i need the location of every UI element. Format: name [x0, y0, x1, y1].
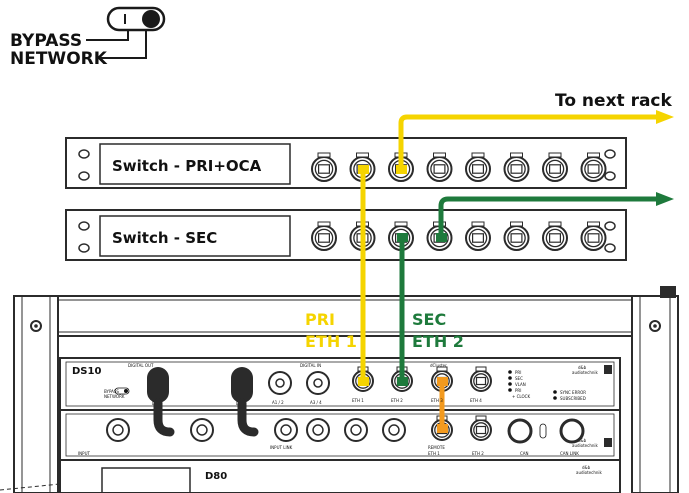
- eth2-cable-label: ETH 2: [412, 332, 464, 351]
- d80-can-link-label: CAN LINK: [560, 451, 579, 456]
- network-label: NETWORK: [10, 49, 108, 69]
- ds10-title: DS10: [72, 366, 101, 377]
- ds-port-1[interactable]: [147, 367, 169, 403]
- d80-remote-eth2: ETH 2: [472, 451, 484, 456]
- pri-to-next-rack-cable: [398, 114, 658, 168]
- ethernet-port-icon[interactable]: [580, 221, 607, 251]
- d80-can-label: CAN: [520, 451, 529, 456]
- cables: [360, 110, 674, 428]
- can-link-port[interactable]: [559, 418, 585, 444]
- bypass-label: BYPASS: [10, 31, 82, 51]
- switch-sec-ports: [311, 221, 607, 251]
- ds10-eth2-label: ETH 2: [391, 398, 403, 403]
- ethernet-port-icon[interactable]: [580, 152, 607, 182]
- ethernet-port-icon[interactable]: [470, 366, 492, 392]
- ds-port-2[interactable]: [231, 367, 253, 403]
- switch-pri-label: Switch - PRI+OCA: [112, 157, 262, 175]
- ethernet-port-icon[interactable]: [426, 152, 453, 182]
- ds10-eth3-label: ETH 3: [431, 398, 443, 403]
- sec-cable-label: SEC: [412, 310, 446, 329]
- toggle-knob: [142, 10, 160, 28]
- xlr-connector-icon[interactable]: [274, 418, 298, 442]
- rack-frame: [0, 286, 679, 493]
- ds10-bypass-small: BYPASS: [104, 389, 119, 394]
- d80-brand-1: d&b: [578, 438, 587, 443]
- ethernet-port-icon[interactable]: [542, 152, 568, 182]
- sec-to-next-rack-cable: [438, 196, 658, 238]
- led-label-1: SEC: [515, 376, 523, 381]
- ds10-device: DS10 DIGITAL OUT DIGITAL IN dCluster d&b…: [59, 357, 621, 411]
- switch-pri-oca: Switch - PRI+OCA: [65, 137, 627, 189]
- ds10-clock-label: + CLOCK: [512, 394, 530, 399]
- d80-can-toggle[interactable]: [539, 423, 547, 439]
- xlr-connector-icon[interactable]: [306, 371, 330, 395]
- ds10-a34-label: A3 / 4: [310, 400, 322, 405]
- ds10-eth1-label: ETH 1: [352, 398, 364, 403]
- d80-title: D80: [205, 471, 227, 482]
- ds10-a12-label: A1 / 2: [272, 400, 284, 405]
- switch-pri-ports: [311, 152, 607, 182]
- d80-brand-2: audiotechnik: [572, 443, 598, 448]
- ds10-digital-out-label: DIGITAL OUT: [128, 363, 154, 368]
- ds10-digital-in-label: DIGITAL IN: [300, 363, 321, 368]
- ethernet-port-icon[interactable]: [465, 221, 491, 251]
- can-port[interactable]: [507, 418, 533, 444]
- ethernet-port-icon[interactable]: [470, 415, 492, 441]
- d80-xlr-group: [106, 415, 585, 444]
- eth1-cable-label: ETH 1: [305, 332, 357, 351]
- d80-remote-label: REMOTE: [428, 445, 445, 450]
- xlr-connector-icon[interactable]: [306, 418, 330, 442]
- bypass-network-legend: BYPASS NETWORK: [10, 6, 166, 69]
- led-label-3: PRI: [515, 388, 521, 393]
- ethernet-port-icon[interactable]: [503, 152, 530, 182]
- d80-remote-eth1: ETH 1: [428, 451, 440, 456]
- arrow-right-icon: [656, 192, 674, 206]
- led-label-2: VLAN: [515, 382, 526, 387]
- ds10-brand-1: d&b: [578, 365, 587, 370]
- xlr-connector-icon[interactable]: [106, 418, 130, 442]
- xlr-connector-icon[interactable]: [190, 418, 214, 442]
- to-next-rack-label: To next rack: [555, 91, 673, 111]
- d80-brand-4: audiotechnik: [576, 470, 602, 475]
- d80-input-link-label: INPUT LINK: [270, 445, 293, 450]
- d80-input-label: INPUT: [78, 451, 91, 456]
- ethernet-port-icon[interactable]: [542, 221, 568, 251]
- led-label-0: PRI: [515, 370, 521, 375]
- ds10-network-small: NETWORK: [104, 394, 125, 399]
- xlr-connector-icon[interactable]: [268, 371, 292, 395]
- ethernet-port-icon[interactable]: [465, 152, 491, 182]
- d80-device: INPUT INPUT LINK REMOTE ETH 1 ETH 2 CAN …: [59, 409, 621, 493]
- ds10-brand-2: audiotechnik: [572, 370, 598, 375]
- subscribed-label: SUBSCRIBED: [560, 396, 586, 401]
- xlr-connector-icon[interactable]: [382, 418, 406, 442]
- xlr-connector-icon[interactable]: [344, 418, 368, 442]
- ethernet-port-icon[interactable]: [503, 221, 530, 251]
- switch-sec: Switch - SEC: [65, 209, 627, 261]
- arrow-right-icon: [656, 110, 674, 124]
- ethernet-port-icon[interactable]: [311, 221, 337, 251]
- ds10-dcluster-label: dCluster: [430, 363, 447, 368]
- pri-cable-label: PRI: [305, 310, 335, 329]
- ethernet-port-icon[interactable]: [311, 152, 337, 182]
- sync-error-label: SYNC ERROR: [560, 390, 586, 395]
- d80-brand-3: d&b: [582, 465, 591, 470]
- ds10-eth4-label: ETH 4: [470, 398, 482, 403]
- switch-sec-label: Switch - SEC: [112, 229, 217, 247]
